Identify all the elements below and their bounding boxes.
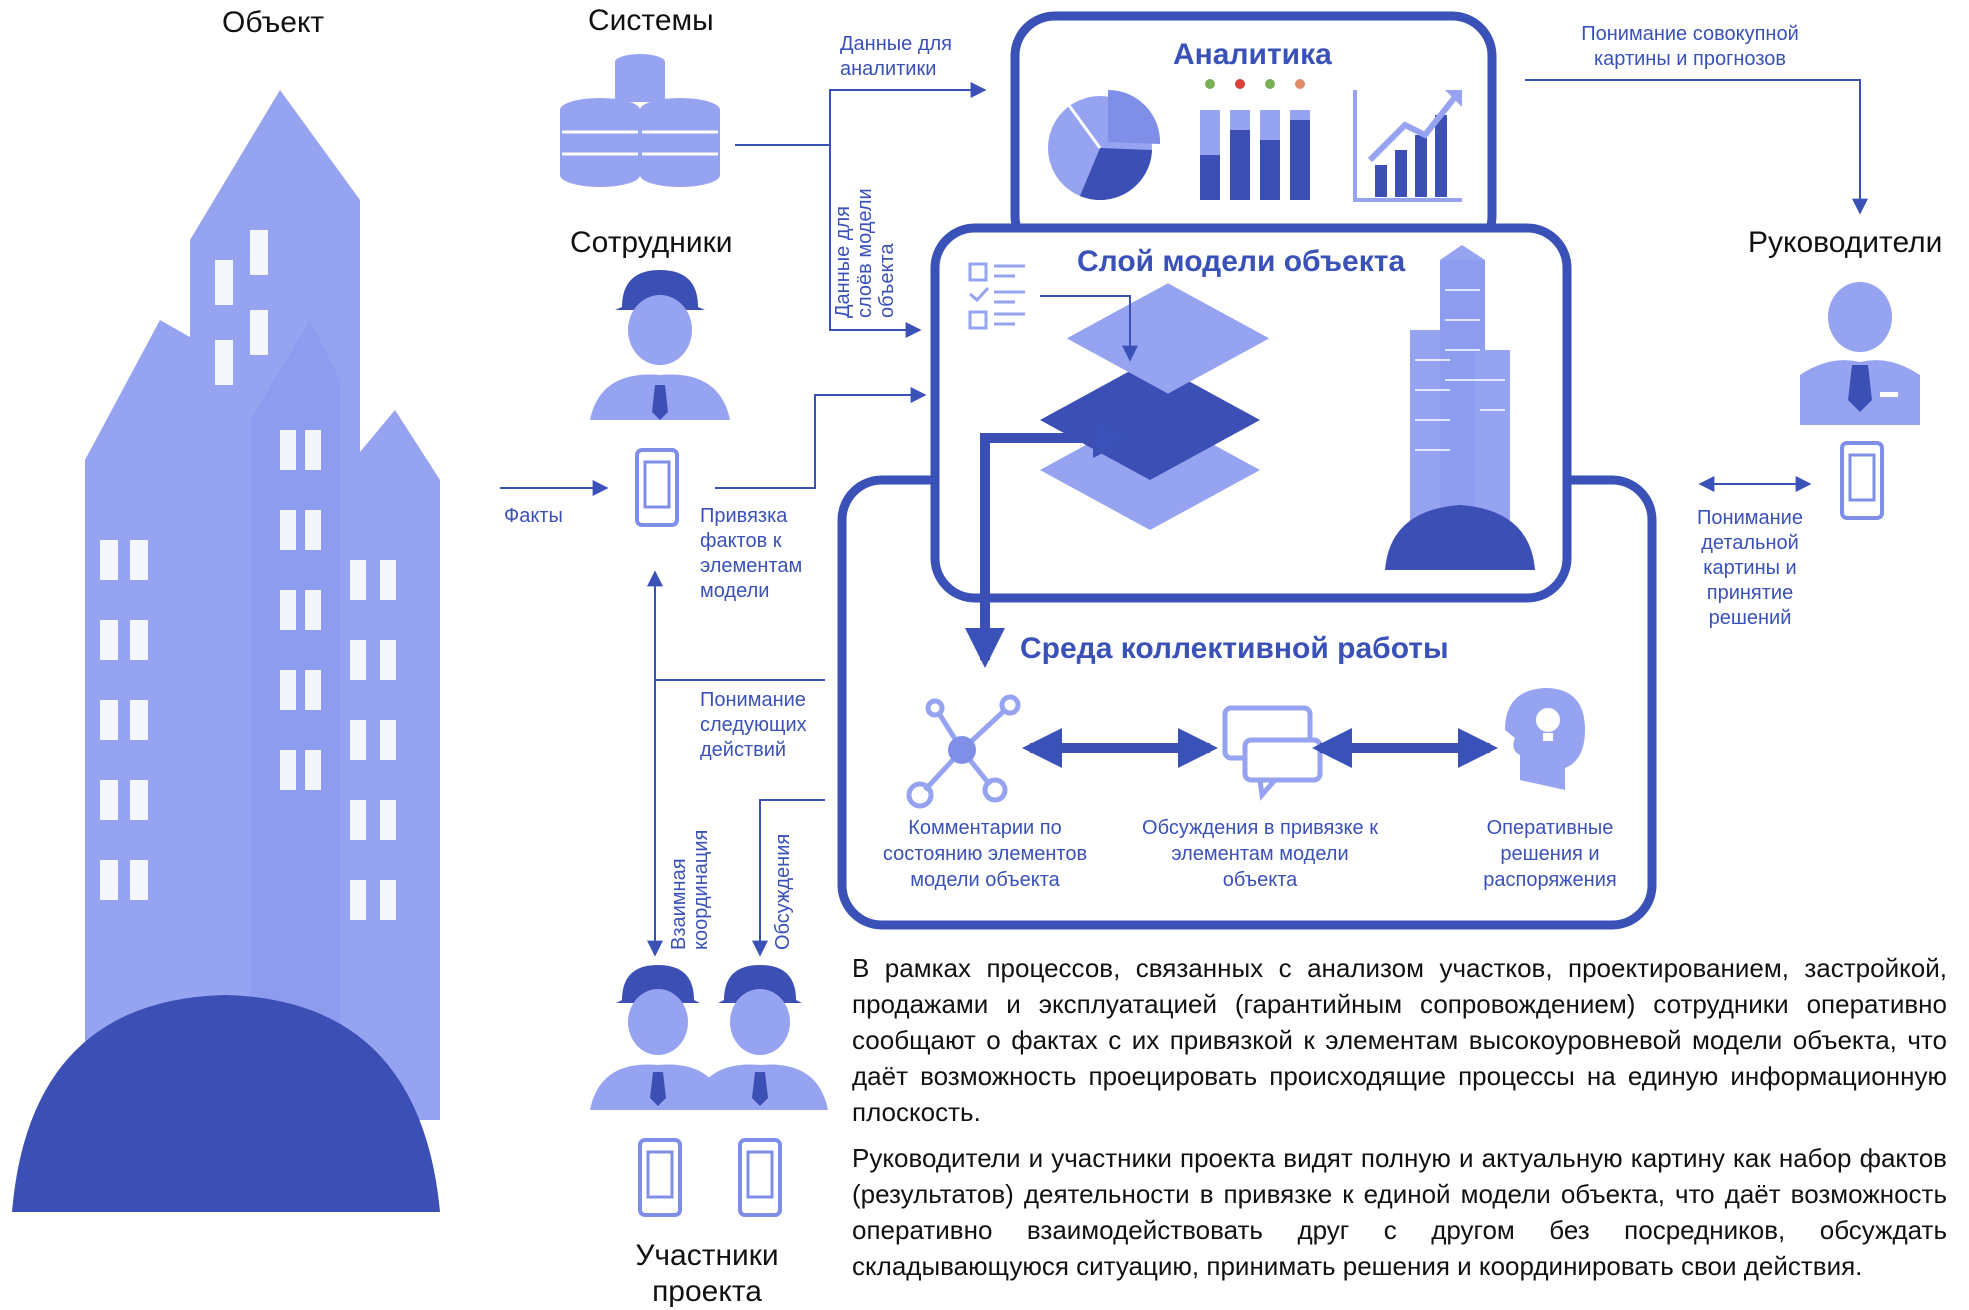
collab-item-comments: Комментарии по состоянию элементов модел… <box>882 817 1088 891</box>
managers-title: Руководители <box>1748 226 1943 259</box>
employees-title: Сотрудники <box>570 226 733 259</box>
label-binding-facts: Привязка фактов к элементам модели <box>700 505 803 602</box>
pie-chart-icon <box>1048 89 1161 201</box>
phone-icon <box>635 448 679 527</box>
label-understanding-next: Понимание следующих действий <box>700 689 807 761</box>
label-detailed-picture: Понимание детальной картины и принятие р… <box>1697 507 1803 629</box>
checklist-icon <box>968 262 1025 330</box>
bar-chart-icon <box>1200 79 1310 200</box>
label-discussions: Обсуждения <box>772 833 794 950</box>
worker-icon <box>590 270 730 420</box>
phone-icon <box>1840 441 1884 520</box>
phone-icon <box>638 1138 782 1217</box>
flow-arrows <box>500 79 1868 957</box>
database-icon <box>560 54 720 187</box>
label-data-analytics: Данные для аналитики <box>840 33 952 80</box>
label-facts: Факты <box>504 505 563 527</box>
collab-env-title: Среда коллективной работы <box>1020 632 1449 665</box>
object-title: Объект <box>222 6 325 39</box>
collab-item-discussions: Обсуждения в привязке к элементам модели… <box>1142 817 1378 891</box>
skyscraper-icon <box>1385 245 1535 570</box>
growth-chart-icon <box>1353 90 1462 202</box>
network-icon <box>906 694 1021 809</box>
label-data-layers: Данные для слоёв модели объекта <box>832 188 898 318</box>
idea-head-icon <box>1505 688 1585 790</box>
systems-title: Системы <box>588 4 714 37</box>
paragraph-managers: Руководители и участники проекта видят п… <box>852 1143 1947 1281</box>
label-mutual-coordination: Взаимная координация <box>668 829 712 950</box>
label-overall-picture: Понимание совокупной картины и прогнозов <box>1581 23 1799 70</box>
building-icon <box>12 90 440 1212</box>
collab-item-decisions: Оперативные решения и распоряжения <box>1483 817 1617 891</box>
model-layer-title: Слой модели объекта <box>1077 245 1406 278</box>
analytics-title: Аналитика <box>1173 38 1332 71</box>
paragraph-processes: В рамках процессов, связанных с анализом… <box>852 953 1947 1127</box>
participants-title: Участники проекта <box>635 1239 779 1308</box>
collab-arrows <box>965 418 1498 768</box>
manager-icon <box>1800 282 1920 425</box>
participants-icon <box>590 965 828 1110</box>
